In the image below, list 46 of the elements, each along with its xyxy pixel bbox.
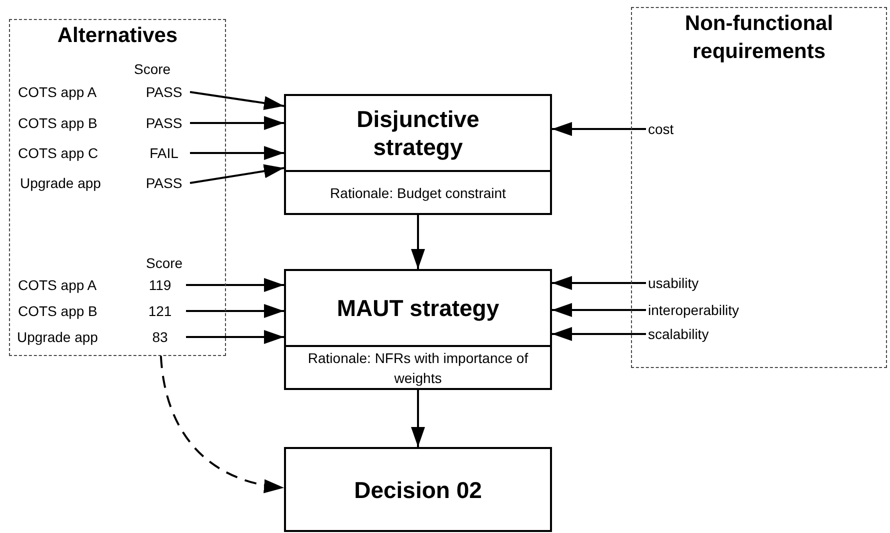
alternative-name: COTS app B	[18, 114, 98, 133]
decision-box	[284, 447, 552, 532]
input-text: 83	[136, 327, 184, 347]
input-text: 121	[136, 301, 184, 321]
arrow	[186, 304, 284, 318]
arrow	[552, 122, 646, 136]
input-text: usability	[648, 273, 718, 293]
input-text: cost	[648, 119, 684, 139]
input-text: PASS	[140, 113, 188, 133]
column-header: Score	[146, 254, 183, 273]
column-header: Score	[134, 60, 171, 79]
arrow	[190, 91, 284, 110]
arrow	[190, 116, 284, 130]
dashed-group-box	[631, 7, 887, 368]
arrow	[190, 146, 284, 160]
arrow	[190, 164, 284, 184]
arrow	[186, 330, 284, 344]
alternative-name: Upgrade app	[17, 328, 98, 347]
group-title: Alternatives	[57, 23, 178, 49]
arrow	[552, 327, 646, 341]
alternative-name: COTS app B	[18, 302, 98, 321]
box-title: Disjunctive strategy	[356, 105, 480, 161]
alternative-name: Upgrade app	[20, 174, 101, 193]
dashed-group-box	[9, 19, 226, 356]
arrow	[411, 215, 425, 269]
arrow	[411, 390, 425, 447]
box-title: MAUT strategy	[336, 294, 500, 322]
input-text: PASS	[140, 173, 188, 193]
alternative-name: COTS app C	[18, 144, 98, 163]
alternative-name: COTS app A	[18, 83, 97, 102]
input-text: scalability	[648, 324, 732, 344]
input-text: FAIL	[140, 143, 188, 163]
arrow	[186, 278, 284, 292]
alternative-name: COTS app A	[18, 276, 97, 295]
input-text: interoperability	[648, 300, 766, 320]
rationale-text: Rationale: NFRs with importance of weights	[306, 348, 530, 388]
rationale-text: Rationale: Budget constraint	[330, 184, 506, 202]
arrow	[552, 276, 646, 290]
dashed-arrow	[160, 356, 284, 492]
box-title: Decision 02	[354, 476, 482, 504]
input-text: PASS	[140, 82, 188, 102]
strategy-box	[284, 269, 552, 390]
strategy-box	[284, 94, 552, 215]
group-title: Non-functional requirements	[684, 11, 834, 65]
input-text: 119	[136, 275, 184, 295]
arrow	[552, 303, 646, 317]
